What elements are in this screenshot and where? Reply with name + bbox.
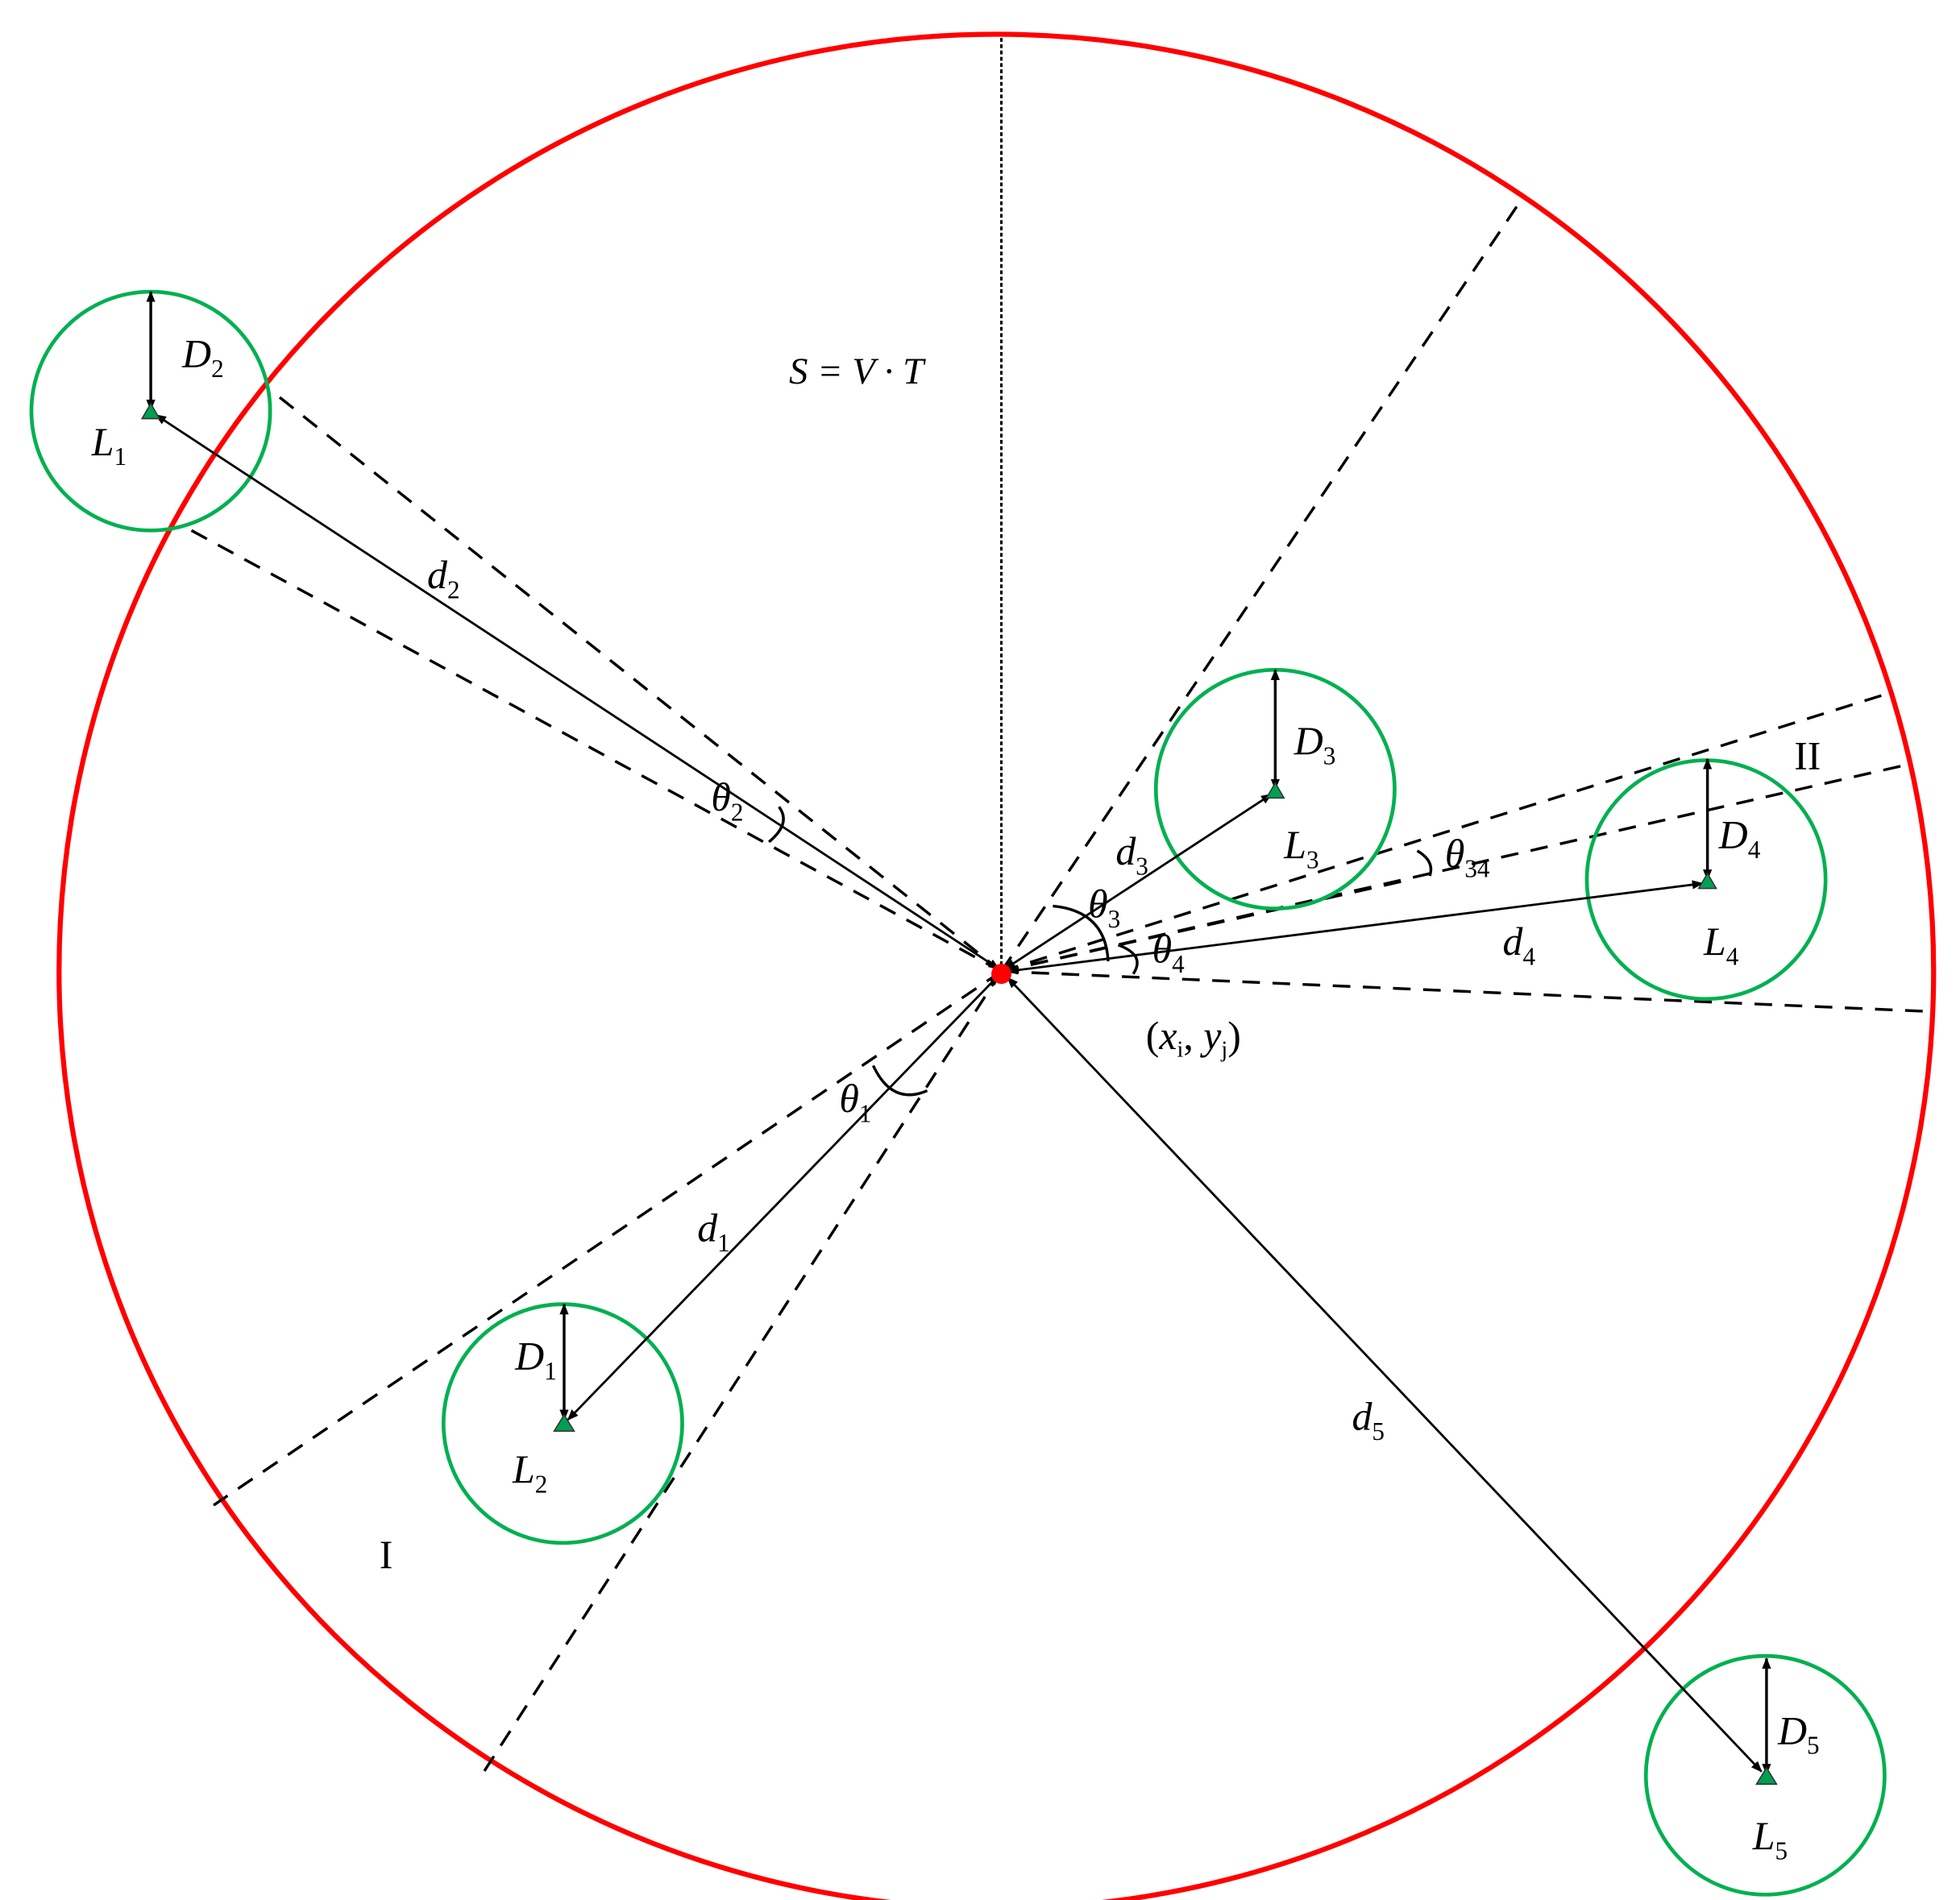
landmark-label-l4: L4	[1703, 919, 1739, 970]
landmark-label-l2: L2	[512, 1447, 547, 1498]
sector-line-l4-lower	[1001, 969, 1932, 1014]
angle-label-theta3: θ3	[1088, 882, 1120, 932]
sector-line-l2-upper	[213, 970, 1003, 1507]
distance-label-d2: d2	[427, 553, 460, 604]
landmark-labels: L1 L2 L3 L4 L5	[91, 420, 1788, 1865]
landmark-marker-l4	[1697, 872, 1717, 890]
landmark-label-l5: L5	[1752, 1814, 1788, 1865]
angle-label-theta2: θ2	[711, 775, 743, 826]
distance-label-d4: d4	[1503, 919, 1536, 970]
sector-boundary-lines	[181, 200, 1932, 1779]
landmark-marker-l2	[553, 1413, 575, 1432]
sector-line-l1-lower	[181, 524, 1003, 973]
distance-arrow-d1	[567, 974, 1000, 1421]
angle-arcs	[767, 806, 1433, 1097]
distance-arrow-d4	[1006, 880, 1704, 975]
landmark-circles	[29, 289, 1887, 1897]
landmark-marker-l5	[1755, 1766, 1778, 1785]
radius-label-d5: D5	[1777, 1708, 1820, 1759]
formula-label: S = V · T	[789, 351, 926, 392]
angle-labels: θ1 θ2 θ3 θ4 θ34	[711, 775, 1490, 1128]
reachable-boundary-circle	[56, 31, 1937, 1900]
radius-arrows	[146, 290, 1771, 1776]
sector-line-l3-upper	[1000, 200, 1522, 973]
radius-label-d3: D3	[1294, 719, 1336, 770]
sector-line-l1-upper	[269, 388, 1003, 973]
center-coordinate-label: (xi, yj)	[1146, 1014, 1241, 1062]
current-position-point	[991, 964, 1011, 985]
angle-arc-theta3	[1053, 904, 1110, 962]
angle-arc-theta1	[871, 1064, 928, 1097]
angle-arc-theta34	[1416, 849, 1433, 877]
distance-label-d1: d1	[697, 1206, 730, 1257]
radius-label-d4: D4	[1718, 813, 1761, 864]
landmark-label-l3: L3	[1283, 823, 1318, 873]
landmark-label-l1: L1	[91, 420, 127, 471]
distance-label-d5: d5	[1352, 1395, 1385, 1446]
angle-label-theta34: θ34	[1445, 832, 1490, 882]
landmark-circle-l5	[1643, 1653, 1887, 1897]
landmark-markers	[140, 402, 1778, 1785]
landmark-marker-l3	[1265, 782, 1285, 799]
distance-arrows	[155, 413, 1763, 1773]
angle-label-theta1: θ1	[839, 1077, 871, 1127]
radius-label-d2: D2	[181, 332, 224, 383]
radius-label-d1: D1	[514, 1334, 557, 1385]
radius-labels: D2 D1 D3 D4 D5	[181, 332, 1820, 1760]
region-label-ii: II	[1794, 734, 1821, 778]
angle-label-theta4: θ4	[1152, 927, 1186, 978]
angle-arc-theta2	[767, 806, 785, 844]
distance-labels: d1 d2 d3 d4 d5	[427, 553, 1535, 1446]
landmark-marker-l1	[140, 402, 161, 420]
distance-label-d3: d3	[1115, 829, 1148, 880]
angle-arc-theta4	[1117, 944, 1139, 975]
distance-arrow-d5	[1007, 977, 1763, 1773]
region-label-i: I	[380, 1533, 393, 1577]
distance-arrow-d2	[155, 413, 1000, 970]
